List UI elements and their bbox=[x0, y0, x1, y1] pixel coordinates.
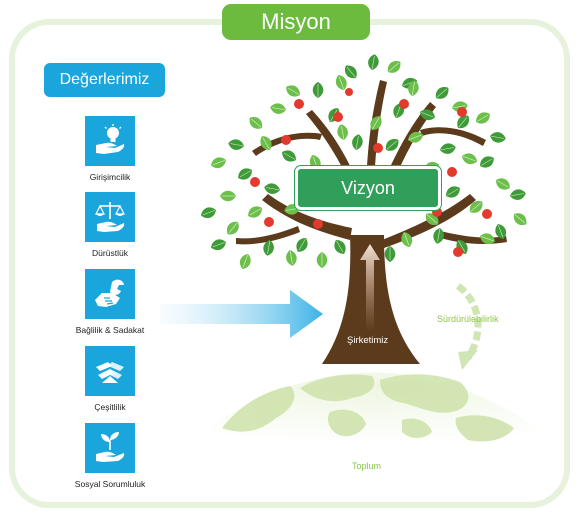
stacked-hands-icon bbox=[96, 362, 124, 383]
sprout-hand-icon bbox=[96, 432, 125, 462]
scales-hand-icon bbox=[95, 202, 125, 232]
values-header: Değerlerimiz bbox=[44, 63, 165, 97]
value-tile bbox=[85, 116, 135, 166]
sustainability-arrow bbox=[455, 283, 482, 360]
vision-sign: Vizyon bbox=[295, 166, 441, 210]
value-tile bbox=[85, 269, 135, 319]
tree-apples bbox=[250, 88, 492, 257]
wrench-handshake-icon bbox=[95, 279, 124, 307]
values-to-tree-arrow bbox=[160, 290, 323, 338]
society-label: Toplum bbox=[352, 461, 382, 471]
value-item-entrepreneurship: Girişimcilik bbox=[60, 116, 160, 182]
value-label: Sosyal Sorumluluk bbox=[74, 479, 146, 489]
value-tile bbox=[85, 423, 135, 473]
globe-continents bbox=[222, 374, 514, 442]
value-item-honesty: Dürüstlük bbox=[60, 192, 160, 258]
value-tile bbox=[85, 192, 135, 242]
mission-title: Misyon bbox=[222, 4, 370, 40]
value-item-social-responsibility: Sosyal Sorumluluk bbox=[60, 423, 160, 489]
value-label: Bağlilik & Sadakat bbox=[75, 325, 145, 335]
company-label: Şirketimiz bbox=[347, 335, 389, 346]
growth-arrow bbox=[360, 244, 380, 332]
value-label: Dürüstlük bbox=[92, 248, 128, 258]
value-label: Çeşitlilik bbox=[94, 402, 126, 412]
value-tile bbox=[85, 346, 135, 396]
value-item-diversity: Çeşitlilik bbox=[60, 346, 160, 412]
value-item-loyalty: Bağlilik & Sadakat bbox=[60, 269, 160, 335]
lightbulb-hand-icon bbox=[96, 124, 125, 154]
sustainability-label: Sürdürülebilirlik bbox=[437, 314, 499, 324]
value-label: Girişimcilik bbox=[89, 172, 131, 182]
